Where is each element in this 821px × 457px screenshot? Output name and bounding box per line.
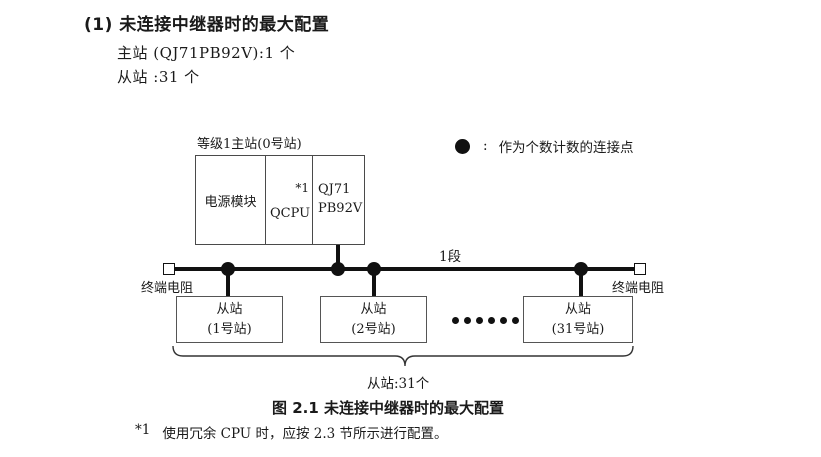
legend-text: 作为个数计数的连接点 bbox=[498, 140, 634, 156]
slave-number: (1号站) bbox=[207, 321, 252, 337]
segment-label: 1段 bbox=[439, 249, 462, 265]
master-station-box: 电源模块 *1 QCPU QJ71 PB92V bbox=[195, 155, 365, 245]
terminator-icon bbox=[163, 263, 175, 275]
footnote-text: 使用冗余 CPU 时，应按 2.3 节所示进行配置。 bbox=[162, 426, 448, 442]
figure-caption: 图 2.1 未连接中继器时的最大配置 bbox=[271, 399, 505, 417]
bus-line bbox=[174, 267, 636, 271]
section-title: (1) 未连接中继器时的最大配置 bbox=[84, 15, 330, 35]
slave-name: 从站 bbox=[360, 302, 387, 317]
footnote-marker: *1 bbox=[135, 422, 151, 438]
terminator-icon bbox=[634, 263, 646, 275]
pb92v-cell: QJ71 PB92V bbox=[313, 156, 364, 244]
cpu-cell: *1 QCPU bbox=[266, 156, 313, 244]
connection-point-icon bbox=[455, 138, 470, 154]
slave-station-box: 从站 (1号站) bbox=[176, 296, 283, 343]
legend-colon: : bbox=[483, 138, 488, 154]
master-station-label: 等级1主站(0号站) bbox=[197, 137, 302, 152]
slave-name: 从站 bbox=[564, 302, 591, 317]
legend: : 作为个数计数的连接点 bbox=[455, 136, 634, 156]
cpu-label: QCPU bbox=[270, 206, 311, 221]
ellipsis-dots-icon bbox=[452, 317, 519, 324]
slave31-drop-line bbox=[579, 269, 583, 296]
slave-station-box: 从站 (31号站) bbox=[523, 296, 633, 343]
brace-label: 从站:31个 bbox=[367, 376, 430, 392]
master-count-line: 主站 (QJ71PB92V):1 个 bbox=[117, 44, 296, 62]
curly-brace-icon bbox=[172, 345, 634, 367]
footnote-ref: *1 bbox=[295, 181, 309, 195]
slave1-drop-line bbox=[226, 269, 230, 296]
slave-station-box: 从站 (2号站) bbox=[320, 296, 427, 343]
terminator-label-left: 终端电阻 bbox=[141, 281, 194, 296]
terminator-label-right: 终端电阻 bbox=[612, 281, 665, 296]
connection-point-icon bbox=[331, 262, 345, 276]
footnote: *1 使用冗余 CPU 时，应按 2.3 节所示进行配置。 bbox=[135, 422, 448, 442]
slave-number: (2号站) bbox=[351, 321, 396, 337]
slave-name: 从站 bbox=[216, 302, 243, 317]
master-drop-line bbox=[336, 245, 340, 269]
slave2-drop-line bbox=[372, 269, 376, 296]
module-name-line1: QJ71 bbox=[318, 182, 351, 198]
module-name-line2: PB92V bbox=[318, 201, 363, 216]
power-module-cell: 电源模块 bbox=[196, 156, 266, 244]
slave-count-line: 从站 :31 个 bbox=[117, 68, 200, 86]
slave-number: (31号站) bbox=[551, 321, 605, 337]
